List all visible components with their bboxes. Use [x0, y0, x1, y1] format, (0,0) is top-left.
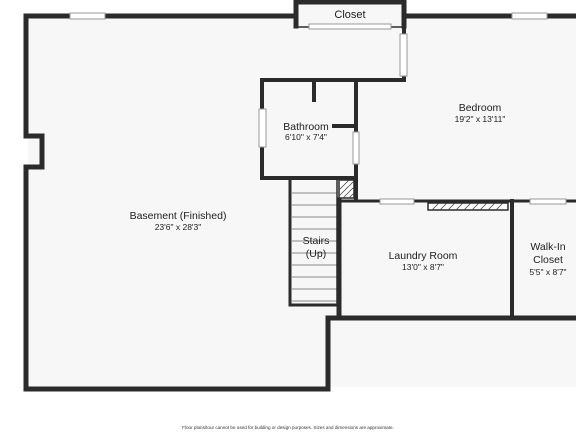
room-labels: Closet Bedroom 19'2" x 13'11" Bathroom 6…	[130, 9, 567, 277]
closet-label: Closet	[334, 9, 365, 21]
bathroom-dimensions: 6'10" x 7'4"	[285, 132, 327, 142]
bedroom-dimensions: 19'2" x 13'11"	[455, 114, 506, 124]
opening-bedroom	[399, 33, 408, 77]
walkin-dimensions: 5'5" x 8'7"	[529, 267, 566, 277]
walls	[23, 0, 576, 392]
bedroom-label: Bedroom	[459, 102, 502, 114]
stairs-walls	[288, 176, 341, 307]
stairs-treads	[292, 192, 337, 302]
basement-dimensions: 23'6" x 28'3"	[155, 222, 202, 232]
stairs-label: Stairs	[303, 235, 330, 247]
window-top-right	[511, 12, 548, 20]
opening-bathroom-west	[258, 108, 267, 148]
disclaimer-text: Floor plans/tour cannot be used for buil…	[182, 425, 394, 430]
opening-walkin	[529, 198, 567, 205]
floor-fill	[28, 4, 576, 387]
windows	[69, 12, 567, 205]
basement-label: Basement (Finished)	[130, 210, 227, 222]
bathroom-label: Bathroom	[283, 121, 329, 133]
opening-bedroom-south	[379, 198, 415, 205]
stairs-direction: (Up)	[306, 248, 326, 260]
window-closet	[308, 23, 392, 30]
walkin-label-line2: Closet	[533, 254, 563, 266]
laundry-dimensions: 13'0" x 8'7"	[402, 262, 444, 272]
window-top-left	[69, 12, 106, 20]
walkin-label-line1: Walk-In	[530, 241, 565, 253]
laundry-label: Laundry Room	[389, 250, 458, 262]
exterior-wall	[23, 13, 576, 392]
hatched-areas	[338, 179, 509, 211]
closet-walls	[293, 0, 407, 29]
opening-bathroom-east	[352, 131, 360, 165]
